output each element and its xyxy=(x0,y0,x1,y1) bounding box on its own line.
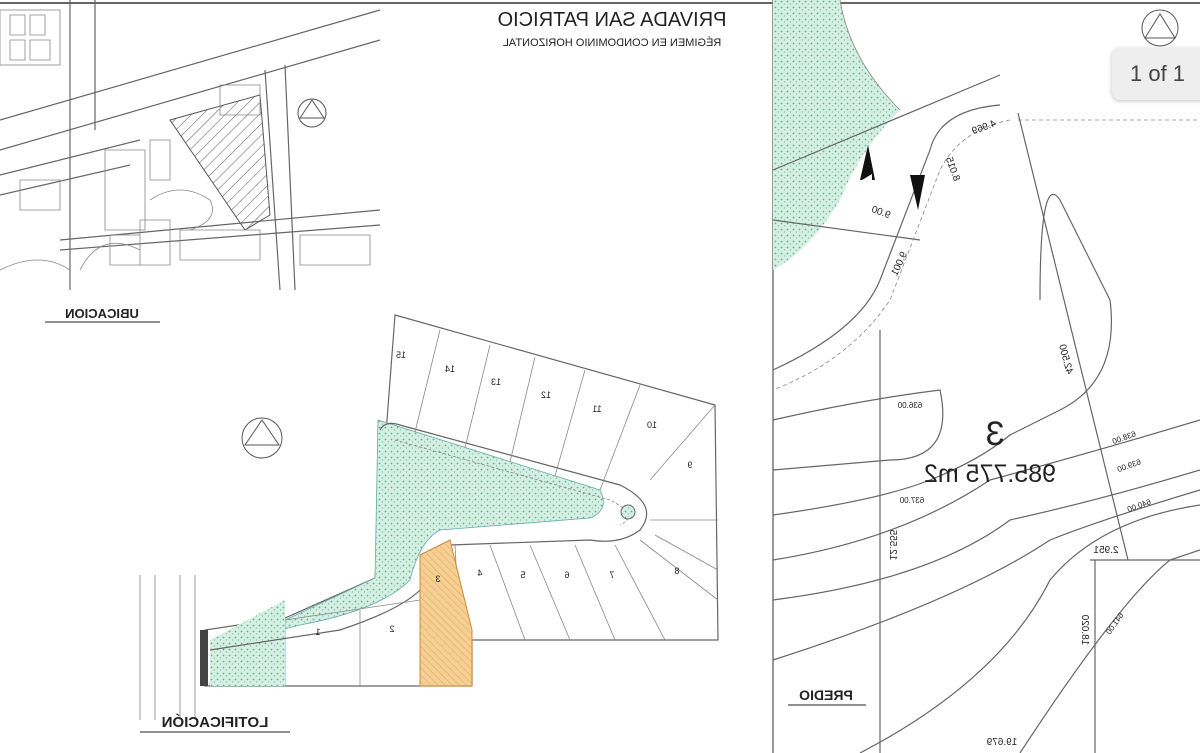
lot-number: 9 xyxy=(687,460,692,470)
section-label-property: PREDIO xyxy=(799,687,853,703)
lot-number: 7 xyxy=(609,570,614,580)
dimension: 12.555 xyxy=(887,529,898,560)
location-map: UBICACION xyxy=(0,0,381,323)
lot-number: 12 xyxy=(541,390,551,400)
contour-label: 637.00 xyxy=(899,496,924,505)
property-area: 985.775 m2 xyxy=(924,460,1056,488)
lot-number: 13 xyxy=(491,377,501,387)
contour-label: 638.00 xyxy=(1111,429,1138,446)
dimension: 9.00 xyxy=(869,204,891,221)
arrow-up-icon xyxy=(860,145,875,180)
lot-number: 11 xyxy=(592,404,601,414)
arrow-down-icon xyxy=(910,175,925,210)
contour-label: 640.00 xyxy=(1126,497,1153,514)
title: PRIVADA SAN PATRICIO xyxy=(498,9,727,31)
dimension: 2.951 xyxy=(1093,545,1118,556)
north-arrow-icon xyxy=(297,98,327,128)
lot-number: 2 xyxy=(389,624,394,634)
contour-label: 639.00 xyxy=(1116,457,1143,474)
lot-number: 3 xyxy=(435,574,440,584)
north-arrow-icon xyxy=(241,417,283,459)
lots-plan: 1 2 3 4 5 6 7 8 9 10 11 12 13 14 15 LOTI… xyxy=(139,314,719,733)
page-indicator: 1 of 1 xyxy=(1112,48,1200,100)
subtitle: RÉGIMEN EN CONDOMINIO HORIZONTAL xyxy=(503,36,722,49)
lot-number: 4 xyxy=(477,568,482,578)
dimension: 8.015 xyxy=(943,155,962,183)
property-lot-number: 3 xyxy=(986,415,1005,453)
lot-number: 10 xyxy=(647,420,657,430)
lot-number: 5 xyxy=(520,570,525,580)
dimension: 19.679 xyxy=(986,737,1017,748)
section-label-location: UBICACION xyxy=(65,306,139,321)
highlighted-lot xyxy=(419,539,473,687)
dimension: 42.500 xyxy=(1056,343,1075,376)
lot-number: 15 xyxy=(396,350,406,360)
lot-number: 6 xyxy=(564,570,569,580)
lot-number: 8 xyxy=(674,566,679,576)
contour-label: 641.00 xyxy=(1104,611,1126,637)
property-plan: 4.969 8.015 9.00 9.001 42.500 12.555 2.9… xyxy=(772,0,1200,753)
title-block: PRIVADA SAN PATRICIO RÉGIMEN EN CONDOMIN… xyxy=(498,9,727,49)
dimension: 18.020 xyxy=(1079,614,1090,645)
contour-label: 636.00 xyxy=(897,401,922,410)
lot-number: 14 xyxy=(445,364,455,374)
dimension: 4.969 xyxy=(970,118,998,137)
north-arrow-icon xyxy=(1141,9,1179,47)
dimension: 9.001 xyxy=(889,250,910,278)
section-label-lots: LOTIFICACIÓN xyxy=(162,713,269,731)
lot-number: 1 xyxy=(315,627,320,637)
